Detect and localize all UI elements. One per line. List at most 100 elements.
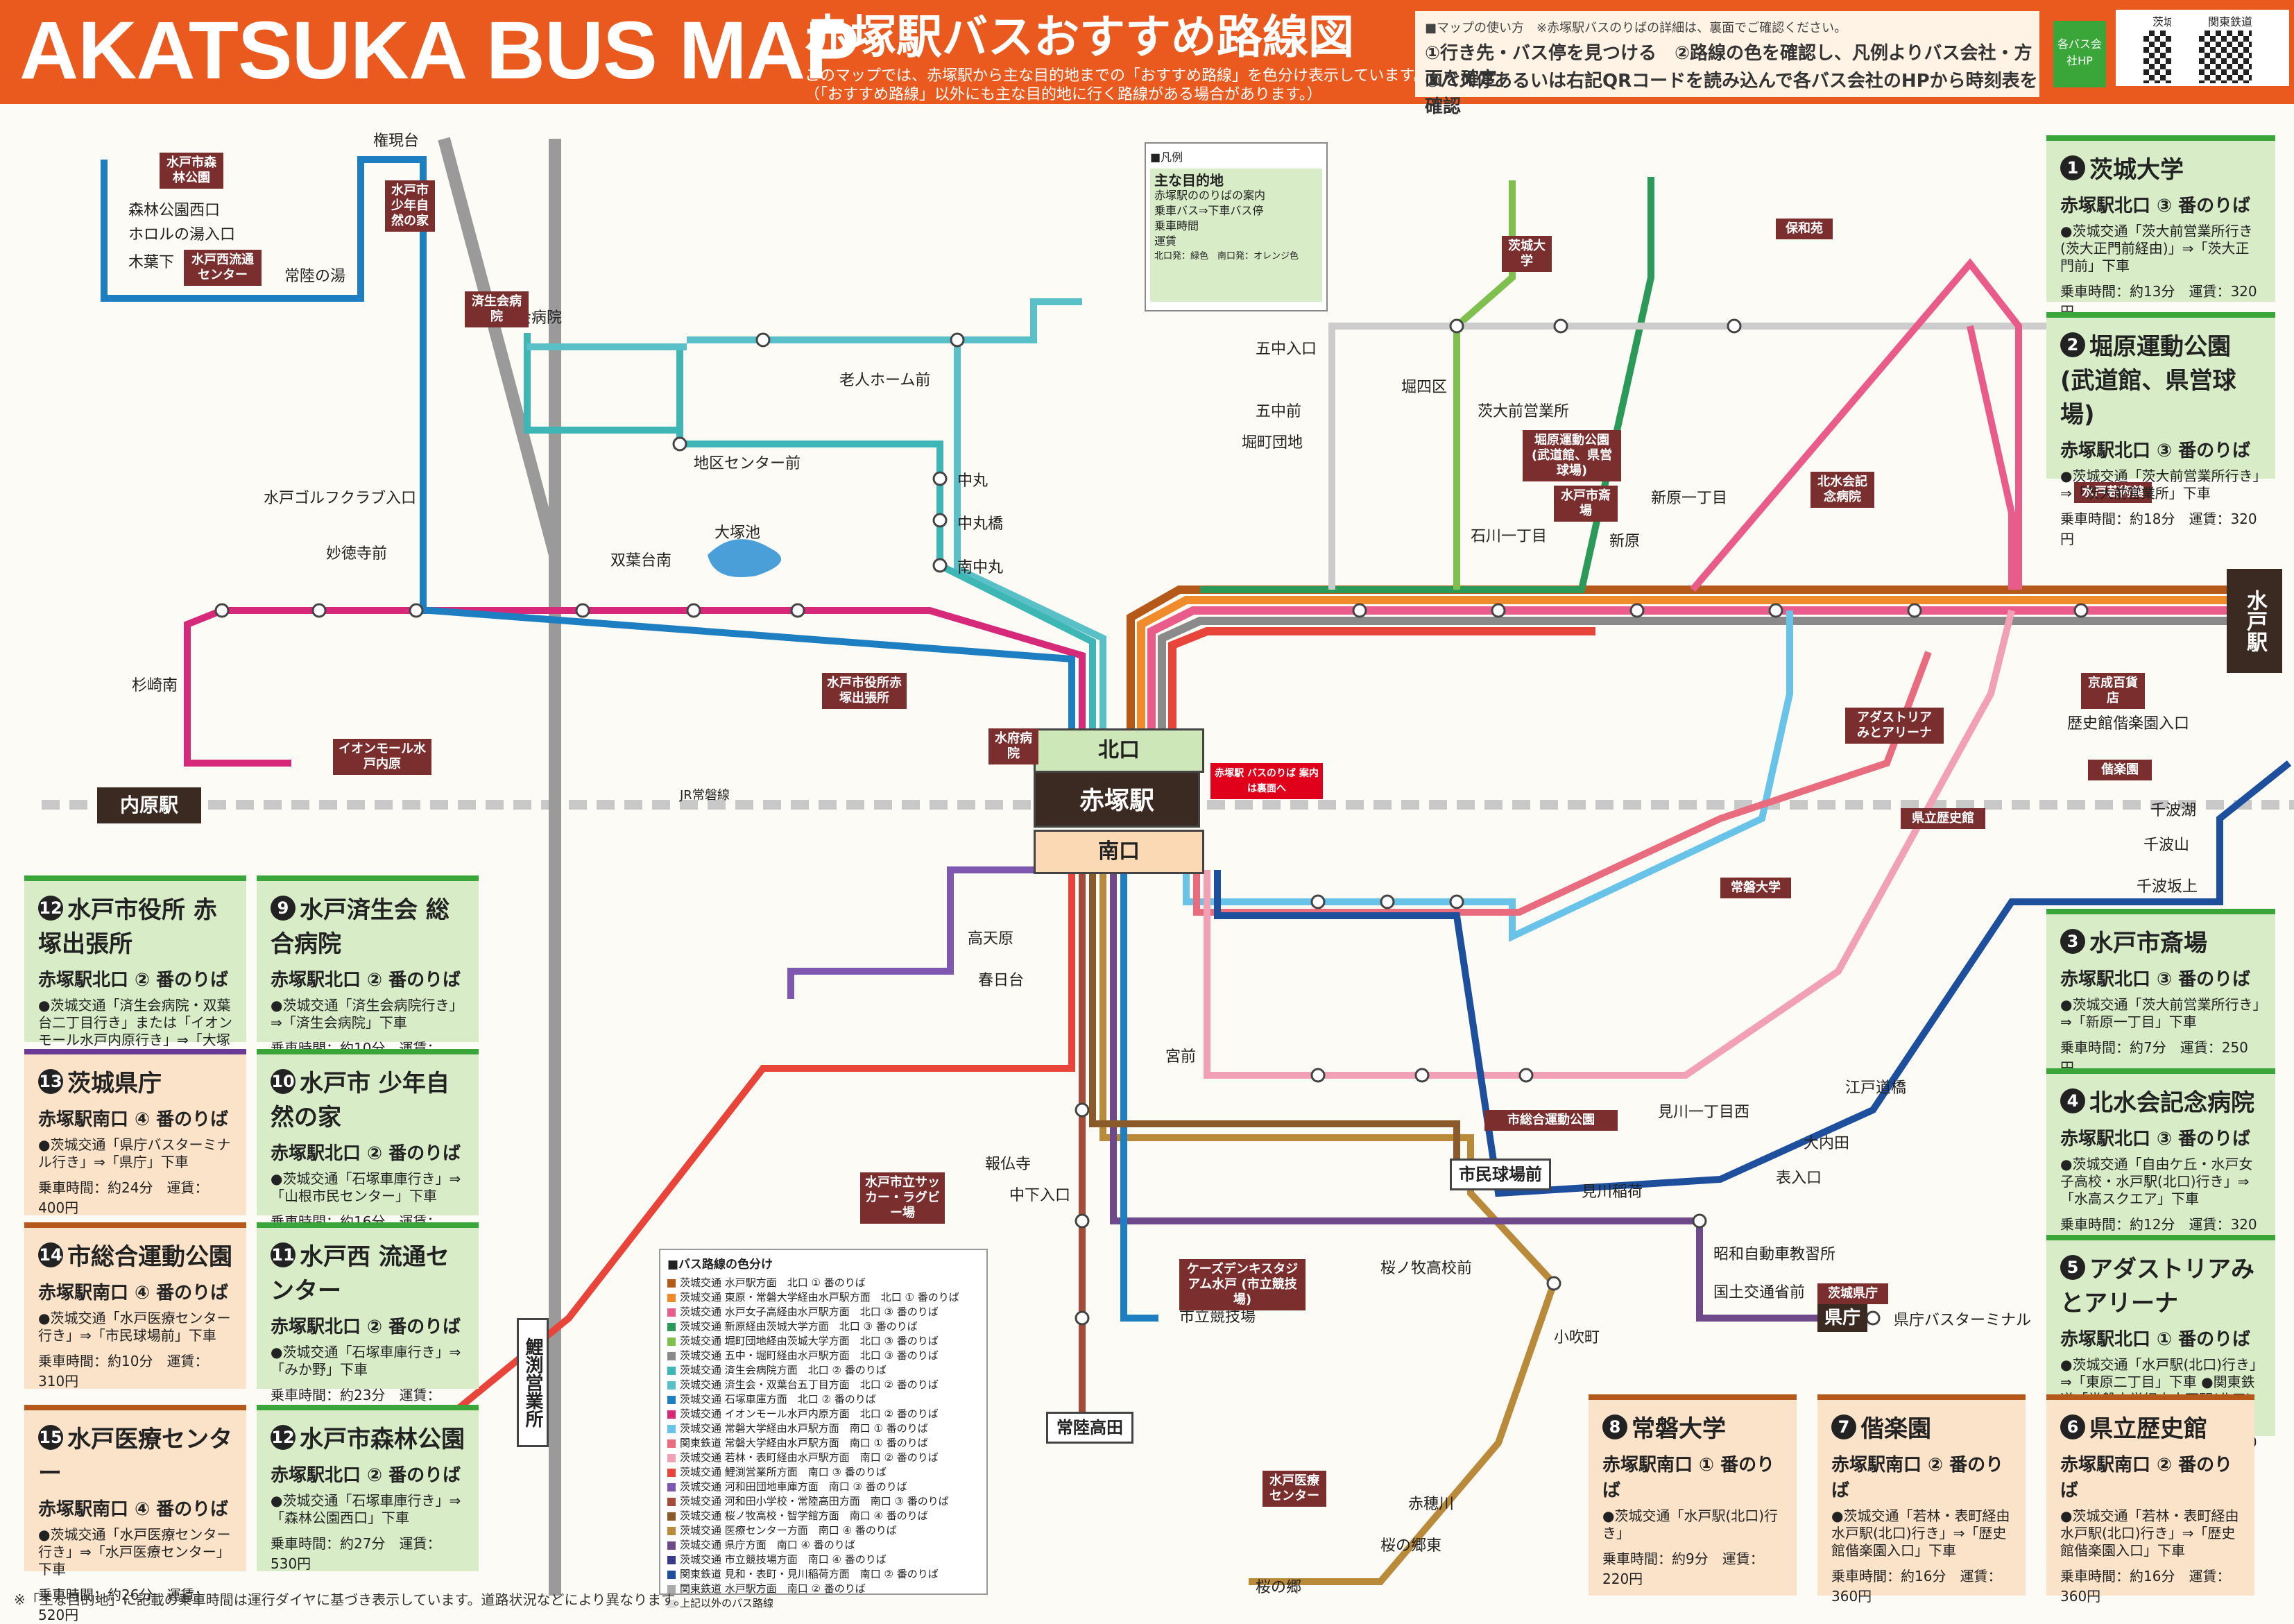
dest-tag-8[interactable]: 常磐大学 <box>1720 878 1791 898</box>
legend-swatch <box>667 1424 676 1433</box>
stop-label: 春日台 <box>978 972 1025 989</box>
dest-tag-4[interactable]: 北水会記念病院 <box>1811 472 1874 508</box>
qr-kanto[interactable]: 関東鉄道 <box>2171 10 2289 86</box>
uchihara-station[interactable]: 内原駅 <box>97 787 201 823</box>
stop-label: 中下入口 <box>1009 1187 1071 1204</box>
legend-label: 関東鉄道 常磐大学経由水戸駅方面 南口 ① 番のりば <box>680 1437 928 1449</box>
dest-tag-15[interactable]: 水戸医療センター <box>1262 1471 1326 1507</box>
legend-swatch <box>667 1308 676 1317</box>
dest-tag-19[interactable]: 水府病院 <box>988 728 1038 764</box>
dest-tag-3[interactable]: 水戸市斎場 <box>1554 486 1618 522</box>
legend-label: 茨城交通 堀町団地経由茨城大学方面 北口 ③ 番のりば <box>680 1335 939 1347</box>
card-route: ●茨城交通「水戸医療センター行き」⇒「水戸医療センター」下車 <box>38 1526 231 1578</box>
dest-tag-1[interactable]: 茨城大学 <box>1502 236 1552 272</box>
legend-swatch <box>667 1351 676 1360</box>
legend-label: 茨城交通 桜ノ牧高校・智学館方面 南口 ④ 番のりば <box>680 1510 928 1522</box>
mito-station[interactable]: 水戸駅 <box>2227 569 2282 673</box>
route-gray-north <box>1328 323 2081 590</box>
dest-tag-10[interactable]: 水戸市少年自然の家 <box>385 180 435 232</box>
kencho-stop[interactable]: 県庁 <box>1817 1304 1867 1332</box>
legend-swatch <box>667 1512 676 1521</box>
dest-tag-12[interactable]: 水戸市森林公園 <box>160 153 223 189</box>
card-number: 12 <box>271 1424 296 1450</box>
legend-label: 茨城交通 イオンモール水戸内原方面 北口 ② 番のりば <box>680 1408 939 1420</box>
dest-tag-18[interactable]: 水戸市立サッカー・ラグビー場 <box>860 1172 945 1224</box>
dest-tag-20[interactable]: 保和苑 <box>1776 219 1833 239</box>
hitachitakada-stop[interactable]: 常陸高田 <box>1046 1412 1133 1444</box>
route-dkbrown <box>1089 870 1460 1179</box>
legend-label: 茨城交通 水戸女子高経由水戸駅方面 北口 ③ 番のりば <box>680 1306 939 1318</box>
dest-tag-7[interactable]: 偕楽園 <box>2088 760 2152 780</box>
map-subtitle: このマップでは、赤塚駅から主な目的地までの「おすすめ路線」を色分け表示しています… <box>805 67 1428 104</box>
dest-tag-6[interactable]: 県立歴史館 <box>1901 808 1985 829</box>
card-title: 水戸市森林公園 <box>300 1426 465 1453</box>
card-meta: 乗車時間：約16分 運賃：360円 <box>1831 1568 2002 1605</box>
card-meta: 乗車時間：約10分 運賃：310円 <box>38 1353 209 1390</box>
stop-label: 中丸橋 <box>957 515 1004 533</box>
stop-label: 杉崎南 <box>132 677 178 694</box>
qr-code-icon <box>2199 31 2252 83</box>
dest-tag-22[interactable]: 京成百貨店 <box>2081 673 2145 709</box>
card-route: ●茨城交通「若林・表町経由 水戸駅(北口)行き」⇒「歴史館偕楽園入口」下車 <box>1831 1507 2010 1559</box>
legend-label: 茨城交通 医療センター方面 南口 ④ 番のりば <box>680 1524 897 1537</box>
card-route: ●茨城交通「若林・表町経由 水戸駅(北口)行き」⇒「歴史館偕楽園入口」下車 <box>2060 1507 2239 1559</box>
north-exit[interactable]: 北口 <box>1034 728 1204 773</box>
dest-tag-13[interactable]: 茨城県庁 <box>1817 1283 1888 1304</box>
company-hp-button[interactable]: 各バス会社HP <box>2053 21 2106 87</box>
card-meta: 乗車時間：約13分 運賃：320円 <box>2060 283 2257 320</box>
stop-label: 大塚池 <box>714 524 761 542</box>
legend-swatch <box>667 1395 676 1404</box>
legend-line-2: 乗車バス⇒下車バス停 <box>1154 204 1264 217</box>
dest-tag-21[interactable]: ケーズデンキスタジアム水戸 (市立競技場) <box>1179 1259 1306 1310</box>
dest-tag-14[interactable]: 市総合運動公園 <box>1484 1110 1618 1131</box>
card-title: 水戸西 流通センター <box>271 1243 450 1305</box>
legend-line-5: 北口発：緑色 南口発：オレンジ色 <box>1154 251 1299 262</box>
legend-row: 茨城交通 桜ノ牧高校・智学館方面 南口 ④ 番のりば <box>660 1509 986 1523</box>
south-exit[interactable]: 南口 <box>1034 830 1204 874</box>
card-platform: 赤塚駅北口 ② 番のりば <box>271 970 461 991</box>
dest-tag-9[interactable]: 済生会病院 <box>465 291 529 327</box>
subtitle-line-2: （「おすすめ路線」以外にも主な目的地に行く路線がある場合があります。） <box>805 86 1322 103</box>
dest-tag-2[interactable]: 堀原運動公園 (武道館、県営球場) <box>1523 430 1621 481</box>
stadium-stop[interactable]: 市民球場前 <box>1450 1159 1551 1190</box>
card-number: 6 <box>2060 1414 2085 1439</box>
legend-row: 茨城交通 県庁方面 南口 ④ 番のりば <box>660 1538 986 1553</box>
stop-label: 妙徳寺前 <box>326 545 388 563</box>
dest-tag-11[interactable]: 水戸西流通センター <box>184 250 262 286</box>
akatsuka-station[interactable]: 赤塚駅 <box>1034 771 1200 828</box>
legend-label: 茨城交通 済生会・双葉台五丁目方面 北口 ② 番のりば <box>680 1378 939 1391</box>
card-route: ●茨城交通「茨大前営業所行き」⇒「茨大前営業所」下車 <box>2060 468 2260 502</box>
card-platform: 赤塚駅北口 ③ 番のりば <box>2060 969 2251 990</box>
stop-label: 桜の郷 <box>1256 1579 1302 1596</box>
stop-label: 県庁バスターミナル <box>1894 1312 2032 1329</box>
map-title-jp: 赤塚駅バスおすすめ路線図 <box>805 10 1354 64</box>
dest-tag-5[interactable]: アダストリア みとアリーナ <box>1845 708 1944 744</box>
legend-row: 茨城交通 市立競技場方面 南口 ④ 番のりば <box>660 1553 986 1567</box>
station-note-tag[interactable]: 赤塚駅 バスのりば 案内は裏面へ <box>1210 763 1323 799</box>
stop-label: 新原一丁目 <box>1651 490 1728 507</box>
dest-tag-23[interactable]: 水戸芸術館 <box>2074 482 2152 503</box>
koibuchi-stop[interactable]: 鯉渕営業所 <box>517 1318 549 1447</box>
route-map <box>42 137 2294 1596</box>
card-route: ●茨城交通「水戸医療センター行き」⇒「市民球場前」下車 <box>38 1310 231 1344</box>
dest-tag-17[interactable]: イオンモール水戸内原 <box>333 739 431 775</box>
dest-tag-16[interactable]: 水戸市役所赤塚出張所 <box>822 673 907 709</box>
